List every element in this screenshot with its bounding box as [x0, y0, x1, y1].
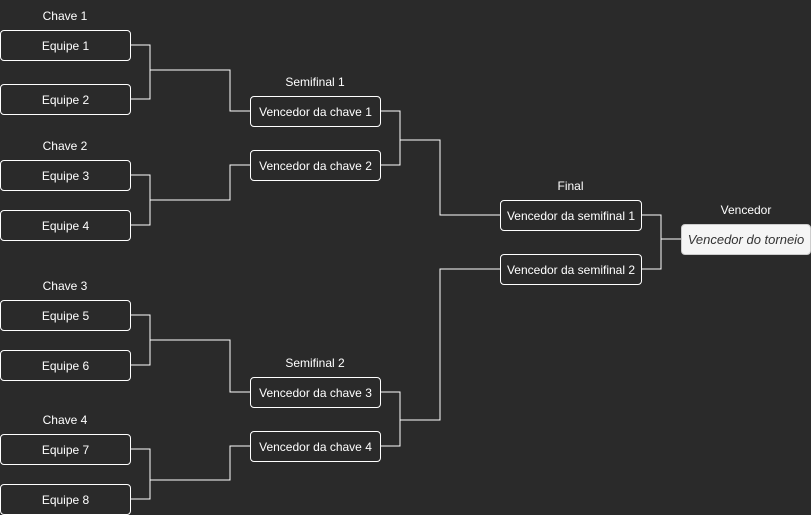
connector-team1	[130, 44, 250, 112]
team-box: Equipe 1	[0, 30, 131, 61]
group-label-chave-3: Chave 3	[42, 279, 88, 293]
team-box: Equipe 5	[0, 300, 131, 331]
connector-team4	[130, 200, 151, 226]
team-box: Equipe 3	[0, 160, 131, 191]
bracket-winner-box: Vencedor da chave 3	[250, 377, 381, 408]
connector-team7	[130, 445, 250, 481]
team-box: Equipe 6	[0, 350, 131, 381]
bracket-winner-box: Vencedor da chave 2	[250, 150, 381, 181]
team-box: Equipe 2	[0, 84, 131, 115]
bracket-winner-box: Vencedor da chave 4	[250, 431, 381, 462]
connector-team2	[130, 70, 151, 100]
group-label-vencedor: Vencedor	[720, 203, 772, 217]
semifinal-winner-box: Vencedor da semifinal 1	[500, 200, 642, 231]
group-label-chave-1: Chave 1	[42, 9, 88, 23]
connector-team3	[130, 164, 250, 201]
connector-semi2-b	[380, 420, 401, 447]
team-box: Equipe 7	[0, 434, 131, 465]
team-box: Equipe 8	[0, 484, 131, 515]
connector-semi1-b	[380, 140, 401, 166]
semifinal-winner-box: Vencedor da semifinal 2	[500, 254, 642, 285]
group-label-semifinal-2: Semifinal 2	[285, 356, 345, 370]
connector-team8	[130, 480, 151, 500]
connector-semi2-a	[380, 268, 500, 421]
bracket-winner-box: Vencedor da chave 1	[250, 96, 381, 127]
group-label-semifinal-1: Semifinal 1	[285, 75, 345, 89]
team-box: Equipe 4	[0, 210, 131, 241]
connector-team5	[130, 314, 250, 393]
tournament-winner-box: Vencedor do torneio	[681, 224, 811, 255]
connector-final-b	[641, 239, 662, 270]
connector-semi1-a	[380, 110, 500, 216]
group-label-final: Final	[557, 179, 584, 193]
group-label-chave-2: Chave 2	[42, 139, 88, 153]
group-label-chave-4: Chave 4	[42, 413, 88, 427]
connector-team6	[130, 340, 151, 366]
connector-final-a	[641, 214, 681, 240]
